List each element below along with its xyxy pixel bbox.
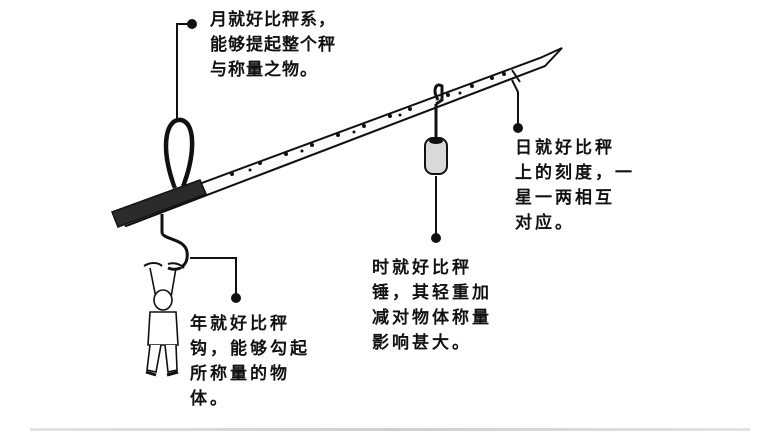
scale-marks — [230, 72, 506, 176]
leader-day — [511, 79, 519, 128]
suspension-loop — [163, 117, 195, 189]
caption-year: 年就好比秤 钩，能够勾起 所称量的物 体。 — [190, 314, 310, 409]
bottom-rule — [30, 428, 750, 431]
caption-moon: 月就好比秤系， 能够提起整个秤 与称量之物。 — [210, 10, 336, 80]
beam-grip — [111, 179, 207, 228]
leader-year — [190, 257, 237, 298]
hook — [160, 214, 189, 271]
beam-tip-band — [511, 69, 521, 83]
leader-moon — [176, 23, 192, 122]
weight-hook — [433, 83, 444, 106]
caption-day: 日就好比秤 上的刻度，一 星一两相互 对应。 — [515, 138, 635, 233]
caption-hour: 时就好比秤 锤，其轻重加 减对物体称量 影响甚大。 — [372, 258, 492, 353]
hanging-figure — [143, 262, 185, 377]
